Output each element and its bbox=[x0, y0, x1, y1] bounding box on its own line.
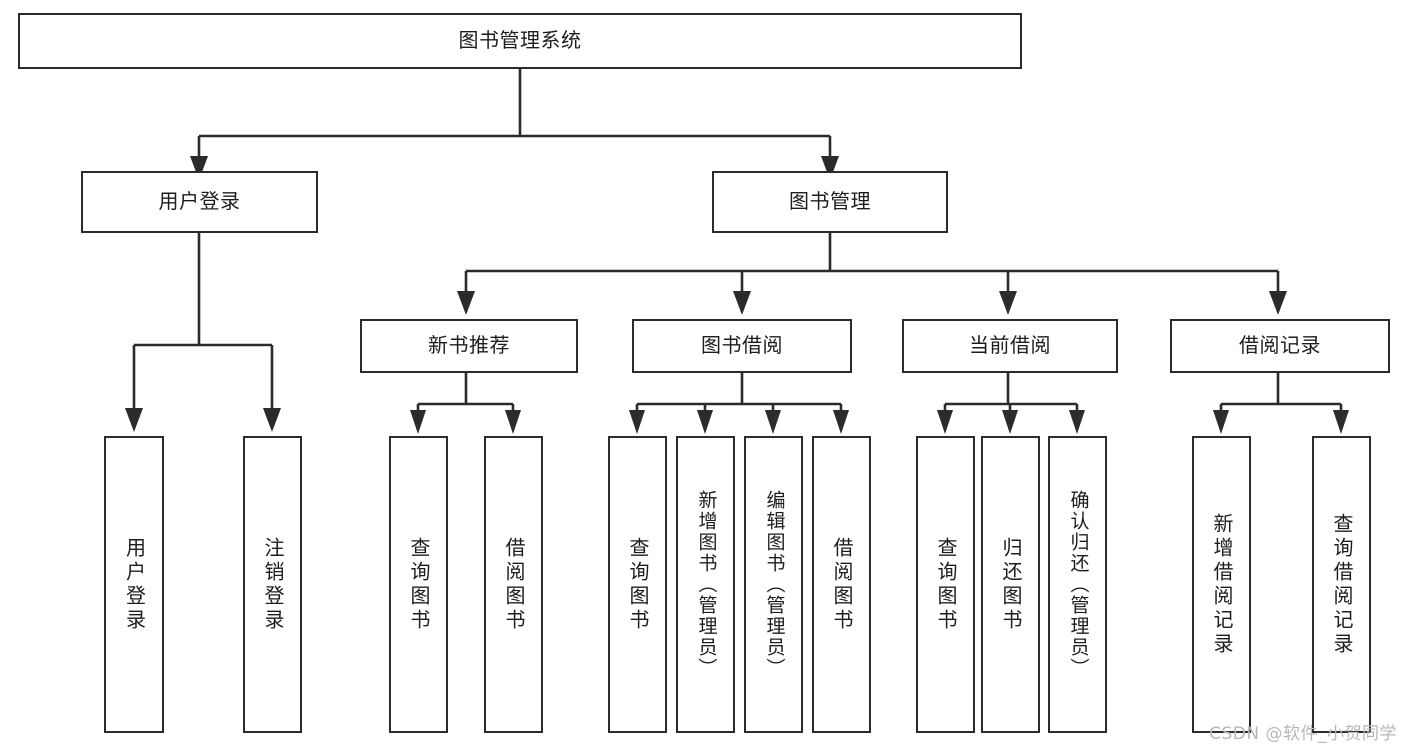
node-leaf-query-borrow-record-label: 查询借阅记录 bbox=[1330, 512, 1354, 657]
node-root[interactable]: 图书管理系统 bbox=[18, 13, 1022, 69]
node-leaf-borrow-book-borrow[interactable]: 借阅图书 bbox=[812, 436, 871, 733]
node-new-book-recommend[interactable]: 新书推荐 bbox=[360, 319, 578, 373]
node-book-borrow-label: 图书借阅 bbox=[701, 333, 783, 358]
node-leaf-return-book-label: 归还图书 bbox=[999, 536, 1023, 633]
node-leaf-add-borrow-record[interactable]: 新增借阅记录 bbox=[1192, 436, 1251, 733]
node-leaf-query-book-recommend-label: 查询图书 bbox=[407, 536, 431, 633]
node-leaf-edit-book-admin[interactable]: 编辑图书（管理员） bbox=[744, 436, 803, 733]
node-leaf-borrow-book-recommend[interactable]: 借阅图书 bbox=[484, 436, 543, 733]
node-leaf-confirm-return-admin-label: 确认归还（管理员） bbox=[1067, 490, 1090, 679]
node-leaf-query-book-borrow-label: 查询图书 bbox=[626, 536, 650, 633]
node-book-manage[interactable]: 图书管理 bbox=[712, 171, 948, 233]
node-leaf-query-borrow-record[interactable]: 查询借阅记录 bbox=[1312, 436, 1371, 733]
node-book-manage-label: 图书管理 bbox=[789, 189, 871, 214]
node-leaf-query-book-current[interactable]: 查询图书 bbox=[916, 436, 975, 733]
node-borrow-record-label: 借阅记录 bbox=[1239, 333, 1321, 358]
node-current-borrow-label: 当前借阅 bbox=[969, 333, 1051, 358]
node-leaf-confirm-return-admin[interactable]: 确认归还（管理员） bbox=[1048, 436, 1107, 733]
csdn-watermark: CSDN @软件_小贺同学 bbox=[1209, 724, 1397, 744]
node-root-label: 图书管理系统 bbox=[458, 28, 582, 53]
node-leaf-user-login-label: 用户登录 bbox=[122, 536, 147, 633]
node-leaf-add-borrow-record-label: 新增借阅记录 bbox=[1210, 512, 1234, 657]
node-leaf-add-book-admin-label: 新增图书（管理员） bbox=[695, 490, 718, 679]
node-user-login-label: 用户登录 bbox=[158, 189, 241, 214]
node-leaf-borrow-book-recommend-label: 借阅图书 bbox=[502, 536, 526, 633]
node-book-borrow[interactable]: 图书借阅 bbox=[632, 319, 852, 373]
node-current-borrow[interactable]: 当前借阅 bbox=[902, 319, 1118, 373]
node-leaf-return-book[interactable]: 归还图书 bbox=[981, 436, 1040, 733]
node-leaf-query-book-borrow[interactable]: 查询图书 bbox=[608, 436, 667, 733]
node-leaf-add-book-admin[interactable]: 新增图书（管理员） bbox=[676, 436, 735, 733]
node-leaf-query-book-recommend[interactable]: 查询图书 bbox=[389, 436, 448, 733]
node-leaf-logout[interactable]: 注销登录 bbox=[243, 436, 302, 733]
node-leaf-edit-book-admin-label: 编辑图书（管理员） bbox=[763, 490, 786, 679]
node-leaf-borrow-book-borrow-label: 借阅图书 bbox=[830, 536, 854, 633]
node-leaf-query-book-current-label: 查询图书 bbox=[934, 536, 958, 633]
node-user-login[interactable]: 用户登录 bbox=[81, 171, 318, 233]
node-leaf-logout-label: 注销登录 bbox=[261, 536, 285, 633]
node-new-book-recommend-label: 新书推荐 bbox=[428, 333, 510, 358]
node-borrow-record[interactable]: 借阅记录 bbox=[1170, 319, 1390, 373]
node-leaf-user-login[interactable]: 用户登录 bbox=[104, 436, 164, 733]
